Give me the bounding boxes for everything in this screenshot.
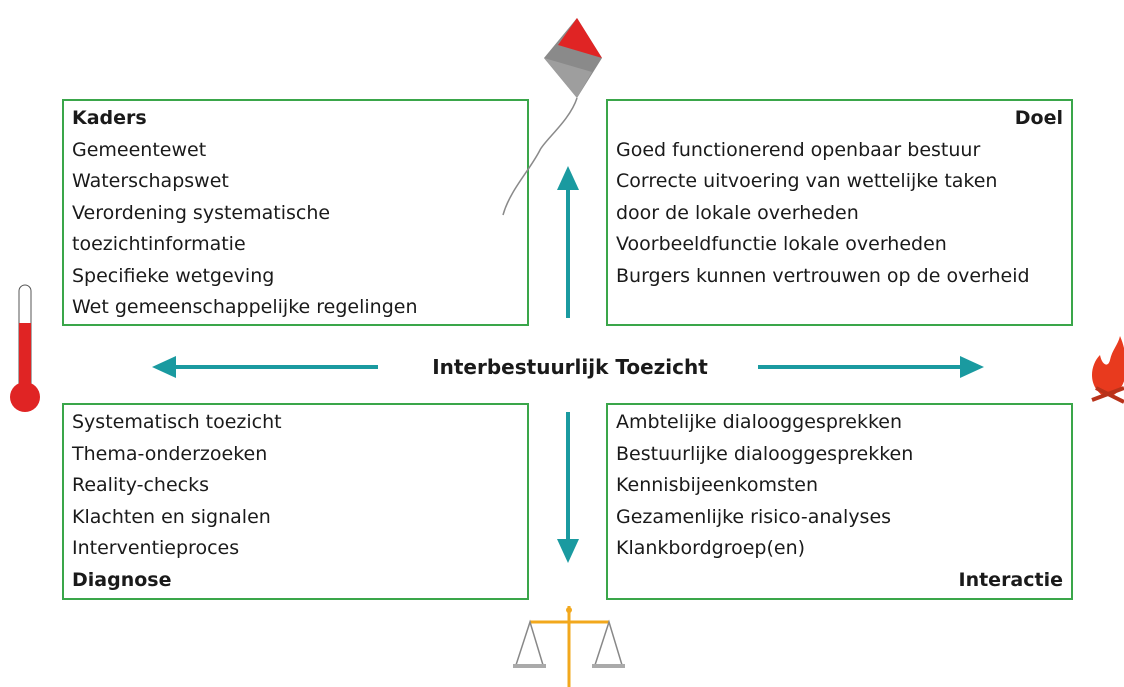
diagnose-item: Systematisch toezicht (72, 411, 282, 433)
kaders-item: Wet gemeenschappelijke regelingen (72, 296, 418, 318)
doel-item: door de lokale overheden (616, 201, 859, 224)
interactie-box: Ambtelijke dialooggesprekken Bestuurlijk… (606, 403, 1073, 600)
kaders-box: Kaders Gemeentewet Waterschapswet Verord… (62, 99, 529, 326)
interactie-item: Klankbordgroep(en) (616, 537, 806, 559)
thermometer-icon (10, 284, 40, 412)
doel-item: Voorbeeldfunctie lokale overheden (616, 233, 947, 255)
kaders-item: Verordening systematische (72, 201, 331, 224)
kaders-item: Waterschapswet (72, 170, 229, 192)
doel-title: Doel (1014, 107, 1063, 129)
kaders-item: Gemeentewet (72, 138, 207, 161)
kaders-title: Kaders (72, 107, 147, 129)
diagnose-item: Interventieproces (72, 537, 240, 559)
fire-icon (1091, 336, 1124, 404)
doel-item: Burgers kunnen vertrouwen op de overheid (616, 264, 1030, 287)
interactie-item: Kennisbijeenkomsten (616, 474, 819, 496)
arrow-up (557, 166, 579, 318)
doel-item: Goed functionerend openbaar bestuur (616, 138, 981, 161)
interactie-item: Gezamenlijke risico-analyses (616, 505, 892, 528)
interactie-item: Bestuurlijke dialooggesprekken (616, 442, 914, 465)
doel-item: Correcte uitvoering van wettelijke taken (616, 170, 998, 192)
kaders-item: Specifieke wetgeving (72, 264, 275, 287)
kite-icon (502, 18, 602, 216)
diagnose-box: Systematisch toezicht Thema-onderzoeken … (62, 403, 529, 600)
diagnose-item: Reality-checks (72, 474, 209, 496)
diagnose-title: Diagnose (72, 568, 172, 591)
kaders-item: toezichtinformatie (72, 233, 246, 255)
center-title: Interbestuurlijk Toezicht (432, 355, 708, 379)
arrow-right (758, 356, 984, 378)
diagnose-item: Klachten en signalen (72, 505, 271, 528)
diagnose-item: Thema-onderzoeken (72, 442, 268, 465)
arrow-left (152, 356, 378, 378)
arrow-down (557, 412, 579, 563)
doel-box: Doel Goed functionerend openbaar bestuur… (606, 99, 1073, 326)
scale-icon (513, 606, 625, 687)
interactie-title: Interactie (958, 568, 1064, 591)
interactie-item: Ambtelijke dialooggesprekken (616, 411, 903, 433)
